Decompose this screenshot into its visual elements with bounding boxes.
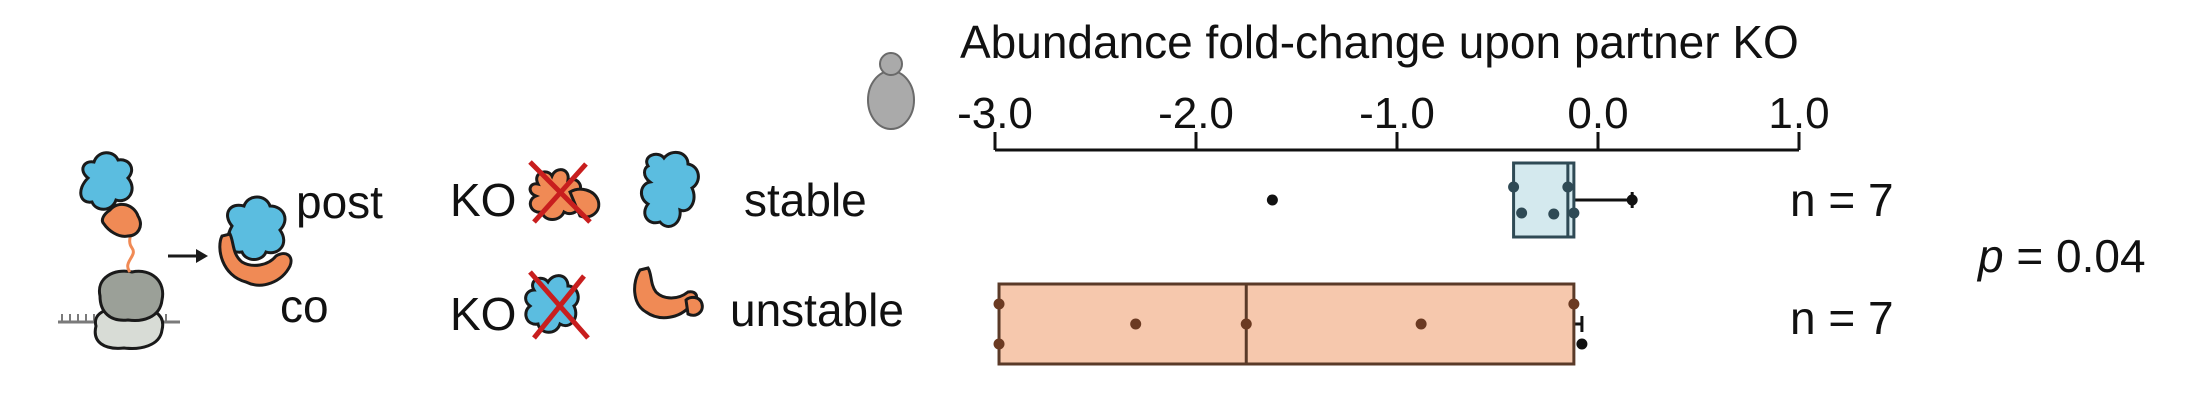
class-label-stable: stable — [744, 174, 867, 226]
x-tick-label: -1.0 — [1359, 89, 1435, 138]
n-label-stable: n = 7 — [1790, 174, 1894, 226]
boxplots — [993, 161, 1638, 366]
data-point-unstable — [1576, 338, 1588, 350]
data-point-unstable — [1240, 318, 1252, 330]
p-value-text: = 0.04 — [2004, 230, 2146, 282]
data-point-unstable — [1415, 318, 1427, 330]
x-tick-label: 0.0 — [1567, 89, 1628, 138]
data-point-unstable — [1130, 318, 1142, 330]
ko-label-unstable: KO — [450, 288, 516, 340]
cotranslational-assembly-icon — [58, 151, 293, 350]
data-point-unstable — [1568, 298, 1580, 310]
chart-title: Abundance fold-change upon partner KO — [960, 16, 1799, 68]
data-point-stable — [1508, 181, 1520, 193]
n-label-unstable: n = 7 — [1790, 292, 1894, 344]
x-tick-label: -3.0 — [957, 89, 1033, 138]
co-label: co — [280, 280, 329, 332]
ko-crossed-protein-icon — [528, 160, 601, 224]
ko-label-stable: KO — [450, 174, 516, 226]
x-tick-label: -2.0 — [1158, 89, 1234, 138]
data-point-stable — [1548, 208, 1560, 220]
yeast-cell-icon — [867, 52, 915, 130]
data-point-stable — [1562, 181, 1574, 193]
p-value: p = 0.04 — [1976, 230, 2146, 282]
class-label-unstable: unstable — [730, 284, 904, 336]
data-point-stable — [1626, 194, 1638, 206]
x-axis: -3.0 -2.0 -1.0 0.0 1.0 — [957, 89, 1830, 152]
p-symbol: p — [1976, 230, 2004, 282]
ko-crossed-protein-icon — [524, 270, 590, 340]
data-point-stable — [1516, 207, 1528, 219]
box-stable — [1512, 161, 1576, 239]
box-unstable — [997, 282, 1576, 366]
blue-protein-icon — [640, 150, 700, 228]
x-tick-label: 1.0 — [1768, 89, 1829, 138]
data-point-stable — [1568, 207, 1580, 219]
post-label: post — [296, 176, 383, 228]
orange-protein-icon — [633, 266, 704, 320]
data-point-unstable — [993, 338, 1005, 350]
data-point-unstable — [993, 298, 1005, 310]
data-point-stable — [1266, 194, 1278, 206]
